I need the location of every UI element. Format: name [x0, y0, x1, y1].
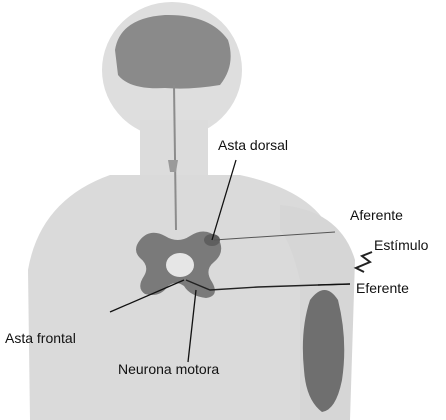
label-asta-frontal: Asta frontal: [5, 330, 76, 346]
brain-shape: [115, 15, 231, 89]
muscle-shape: [303, 290, 344, 412]
label-eferente: Eferente: [356, 280, 409, 296]
stimulus-zigzag: [356, 252, 372, 272]
label-estimulo: Estímulo: [374, 237, 429, 253]
label-asta-dorsal: Asta dorsal: [218, 137, 288, 153]
grey-matter-center: [166, 253, 194, 277]
label-neurona-motora: Neurona motora: [118, 361, 219, 377]
label-aferente: Aferente: [350, 207, 403, 223]
